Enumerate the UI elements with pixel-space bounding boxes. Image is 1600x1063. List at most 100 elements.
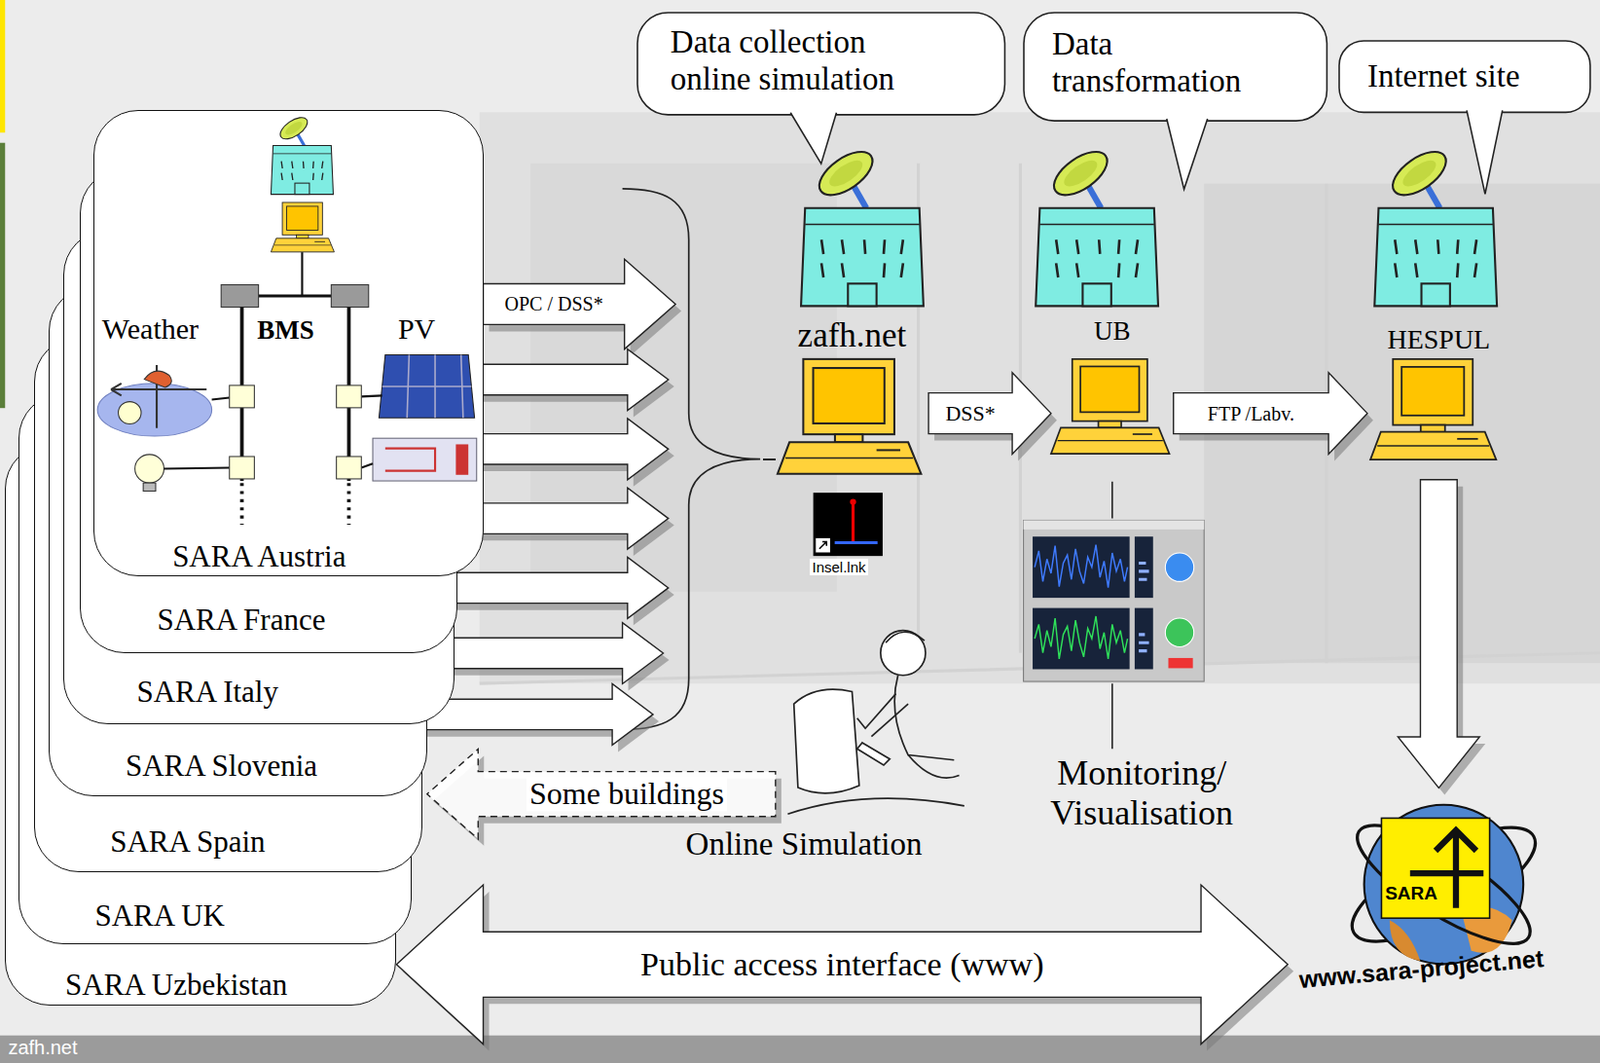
node-label: SARA [1384,882,1438,906]
node-label: UB [1093,316,1131,347]
monitoring-screenshot [1032,608,1130,670]
footer-label-text: zafh.net [7,1036,77,1059]
building-system-illustration [118,401,142,425]
computer-icon [777,359,921,474]
building-system-illustration [379,355,475,419]
callout-bubble: Data transformation [1023,12,1327,121]
callout-bubble: Internet site [1339,40,1591,112]
caption-label: Monitoring/ Visualisation [1015,753,1269,835]
callout-text: Internet site [1367,58,1521,96]
monitoring-screenshot [1034,616,1128,659]
monitoring-screenshot [1134,536,1154,598]
icon-caption: Insel.lnk [809,558,868,576]
insel-icon [849,498,856,505]
arrow-body [1173,372,1368,455]
insel-icon [815,537,832,553]
globe-logo [1381,818,1491,919]
building-system-illustration [382,355,473,419]
building-icon [1035,143,1159,306]
callout-tail [1466,109,1503,194]
block-arrow [1173,372,1374,462]
building-system-illustration [135,454,165,483]
building-system-illustration [347,482,352,525]
node-label: SARA Uzbekistan [65,967,396,1003]
callout-text: Data collection online simulation [670,24,948,99]
monitoring-screenshot [1134,608,1154,670]
insel-icon [813,492,883,556]
callout-text: Data transformation [1052,26,1286,101]
building-system-illustration [331,285,369,308]
building-system-illustration [98,364,213,437]
building-system-illustration [271,113,334,195]
building-system-illustration [221,285,259,308]
caption-label-text: Monitoring/ Visualisation [1015,753,1269,835]
building-system-illustration [144,482,157,491]
footer-label: zafh.net [7,1036,77,1059]
cartoon-user [908,755,959,779]
callout-outline [637,12,1005,115]
computer-icon [1370,359,1496,460]
insel-icon [851,502,855,544]
building-system-illustration [336,385,363,408]
block-arrow [928,372,1057,462]
building-icon [800,143,924,306]
arrow-body [427,749,776,839]
computer-node: HESPUL [1367,324,1511,479]
building-system-illustration [98,383,213,437]
photo-background [0,0,5,133]
building-system-illustration [229,456,255,479]
country-card: SARA Austria [93,109,483,577]
insel-icon [819,541,827,548]
arrow-body [454,418,669,480]
building-system-illustration [271,202,335,253]
dashed-block-arrow [427,749,782,846]
globe-logo [1364,804,1525,965]
arrow-body [928,372,1052,455]
cartoon-user [787,798,964,814]
node-label: HESPUL [1386,324,1491,356]
bracket-lead [763,458,776,461]
insel-icon [813,492,883,556]
computer-node: zafh.net [775,316,929,817]
monitoring-screenshot [1138,562,1149,651]
computer-icon [1051,359,1170,454]
bracket-lead [763,458,776,461]
block-arrow [396,884,1294,1052]
building-system-illustration [362,396,383,398]
building-system-illustration [145,370,173,388]
callout-outline [1339,40,1591,112]
building-system-illustration [258,294,332,298]
monitoring-screenshot [1167,657,1193,668]
cartoon-user [894,675,954,761]
photo-background [0,143,5,408]
bracket-lead [763,458,776,461]
building-system-illustration [212,398,230,400]
node-label: SARA Italy [136,674,454,710]
monitoring-screenshot [1023,519,1205,682]
building-system-illustration [301,252,304,296]
monitoring-screenshot [1164,618,1194,647]
monitoring-screenshot [1023,519,1205,529]
arrow-body [1397,479,1480,789]
node-label: SARA Slovenia [125,748,427,784]
arrow-body [457,349,668,411]
building-system-illustration [229,385,363,479]
callout-tail [1165,118,1207,189]
block-arrow [454,418,776,487]
block-arrow [1397,479,1486,796]
logo-node: SARAwww.sara-project.net [1287,787,1592,1025]
callout-bubble: Data collection online simulation [637,12,1005,115]
monitoring-screenshot [1164,552,1194,582]
icon-caption-text: Insel.lnk [809,558,868,576]
monitoring-screenshot [1023,519,1205,682]
building-system-illustration [362,464,374,469]
building-system-illustration [94,110,482,576]
bracket-lead [763,458,776,461]
callout-outline [1023,12,1327,121]
footer-bar [0,1035,1600,1063]
building-system-illustration [164,468,230,470]
node-label: zafh.net [798,316,908,356]
